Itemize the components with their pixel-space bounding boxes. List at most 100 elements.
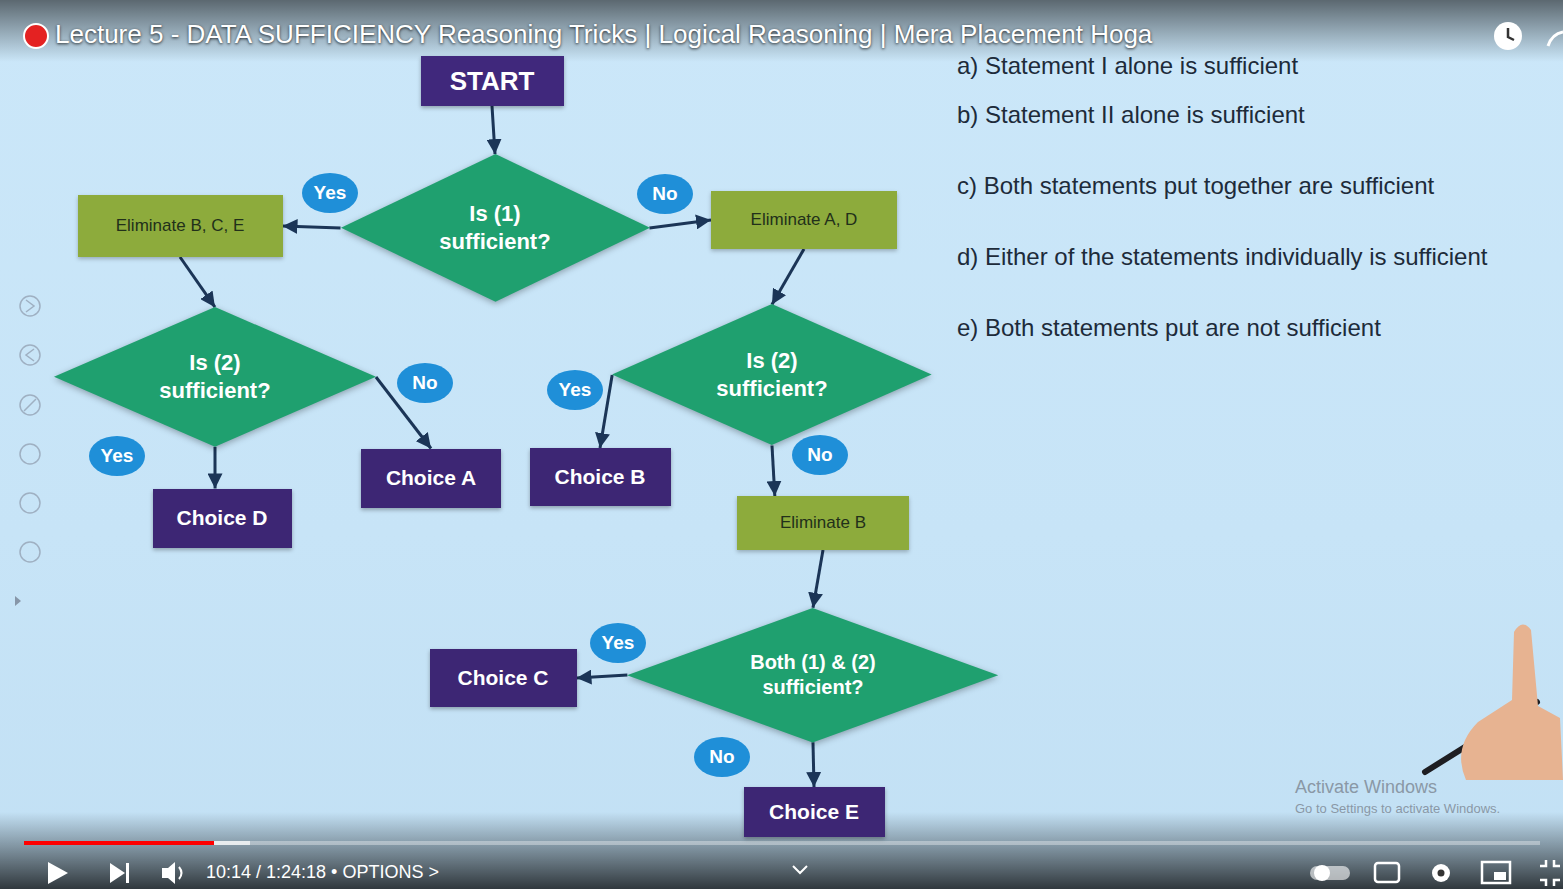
flow-arrow (492, 106, 495, 154)
diamond-outline (627, 608, 998, 742)
flow-arrow (213, 447, 216, 489)
option-text: a) Statement I alone is sufficient (957, 52, 1298, 80)
diamond-outline (341, 154, 650, 302)
answer-bubble: Yes (89, 436, 145, 476)
player-controls (48, 860, 1560, 886)
toolbar-icon (20, 345, 40, 365)
start-box: START (421, 56, 564, 106)
flow-arrow (649, 220, 711, 228)
diamond-outline (627, 608, 998, 742)
result-box: Choice B (530, 448, 671, 506)
answer-bubble: Yes (302, 173, 358, 213)
option-text: c) Both statements put together are suff… (957, 172, 1434, 200)
share-icon (1548, 32, 1563, 46)
player-controls (1432, 864, 1450, 882)
pointing-hand (1425, 624, 1563, 780)
node-text: Is (2) sufficient? (690, 347, 853, 402)
node-text: Choice E (769, 800, 859, 824)
option-text: b) Statement II alone is sufficient (957, 101, 1305, 129)
result-box: Choice E (744, 787, 885, 837)
option-text: e) Both statements put are not sufficien… (957, 314, 1381, 342)
player-controls (1540, 860, 1560, 886)
clock-icon (1494, 22, 1522, 50)
player-controls (1375, 863, 1399, 882)
flow-arrow (577, 675, 628, 678)
watermark: Go to Settings to activate Windows. (1295, 801, 1500, 816)
node-text: Both (1) & (2) sufficient? (715, 650, 911, 700)
diamond-outline (54, 307, 376, 447)
toolbar-icon (20, 296, 40, 562)
flow-arrow (772, 249, 804, 304)
top-shade (0, 0, 1563, 62)
clock-icon (1508, 28, 1514, 40)
player-controls (1314, 865, 1330, 881)
toolbar-icon (20, 542, 40, 562)
node-text: Choice A (386, 466, 476, 490)
flow-arrow (180, 257, 215, 307)
player-controls (162, 862, 175, 884)
live-dot (24, 24, 48, 48)
process-box: Eliminate B (737, 496, 909, 550)
pointing-hand (1461, 624, 1563, 780)
progress-bar (24, 841, 1540, 845)
flow-arrow (813, 742, 814, 787)
answer-bubble: Yes (590, 623, 646, 663)
player-controls (48, 862, 68, 884)
player-controls (1310, 866, 1350, 880)
progress-bar (24, 843, 1540, 844)
live-dot (24, 24, 48, 48)
result-box: Choice C (430, 649, 577, 707)
player-controls (793, 866, 807, 873)
decision-diamond: Is (2) sufficient? (612, 304, 932, 445)
process-box: Eliminate A, D (711, 191, 897, 249)
node-text: Choice D (176, 506, 267, 530)
top-shade (0, 0, 1563, 62)
player-controls (1438, 870, 1445, 877)
player-controls (1482, 862, 1510, 883)
answer-bubble: No (694, 737, 750, 777)
diamond-outline (612, 304, 932, 445)
toolbar-arrow (15, 596, 21, 606)
node-text: Is (1) sufficient? (413, 200, 576, 255)
node-text: Eliminate A, D (751, 210, 858, 230)
clock-icon (1494, 22, 1522, 50)
player-controls (110, 863, 125, 883)
decision-diamond: Is (1) sufficient? (341, 154, 650, 302)
player-controls (179, 867, 182, 879)
process-box: Eliminate B, C, E (78, 195, 283, 257)
diamond-outline (612, 304, 932, 445)
answer-bubble: No (397, 363, 453, 403)
progress-bar (214, 841, 250, 845)
share-icon (1548, 32, 1563, 46)
flow-arrow (772, 445, 775, 496)
toolbar-icon (20, 493, 40, 513)
diamond-outline (341, 154, 650, 302)
decision-diamond: Both (1) & (2) sufficient? (627, 608, 998, 742)
decision-diamond: Is (2) sufficient? (54, 307, 376, 447)
toolbar-icon (24, 300, 36, 411)
toolbar-icon (20, 444, 40, 464)
watermark: Activate Windows (1295, 777, 1437, 798)
node-text: Choice C (457, 666, 548, 690)
video-title: Lecture 5 - DATA SUFFICIENCY Reasoning T… (55, 18, 1152, 50)
diamond-outline (54, 307, 376, 447)
result-box: Choice D (153, 489, 292, 548)
node-text: Choice B (554, 465, 645, 489)
toolbar-icon (20, 296, 40, 316)
node-text: Is (2) sufficient? (133, 349, 296, 404)
node-text: START (450, 66, 535, 97)
player-controls (1494, 872, 1506, 880)
option-text: d) Either of the statements individually… (957, 243, 1487, 271)
result-box: Choice A (361, 449, 501, 508)
flow-arrow (283, 226, 341, 228)
answer-bubble: No (792, 435, 848, 475)
node-text: Eliminate B (780, 513, 866, 533)
toolbar-arrow (15, 596, 21, 606)
flow-arrow (813, 550, 823, 608)
answer-bubble: No (637, 174, 693, 214)
player-controls (126, 863, 129, 883)
progress-bar (24, 841, 214, 845)
player-time: 10:14 / 1:24:18 • OPTIONS > (206, 862, 439, 883)
